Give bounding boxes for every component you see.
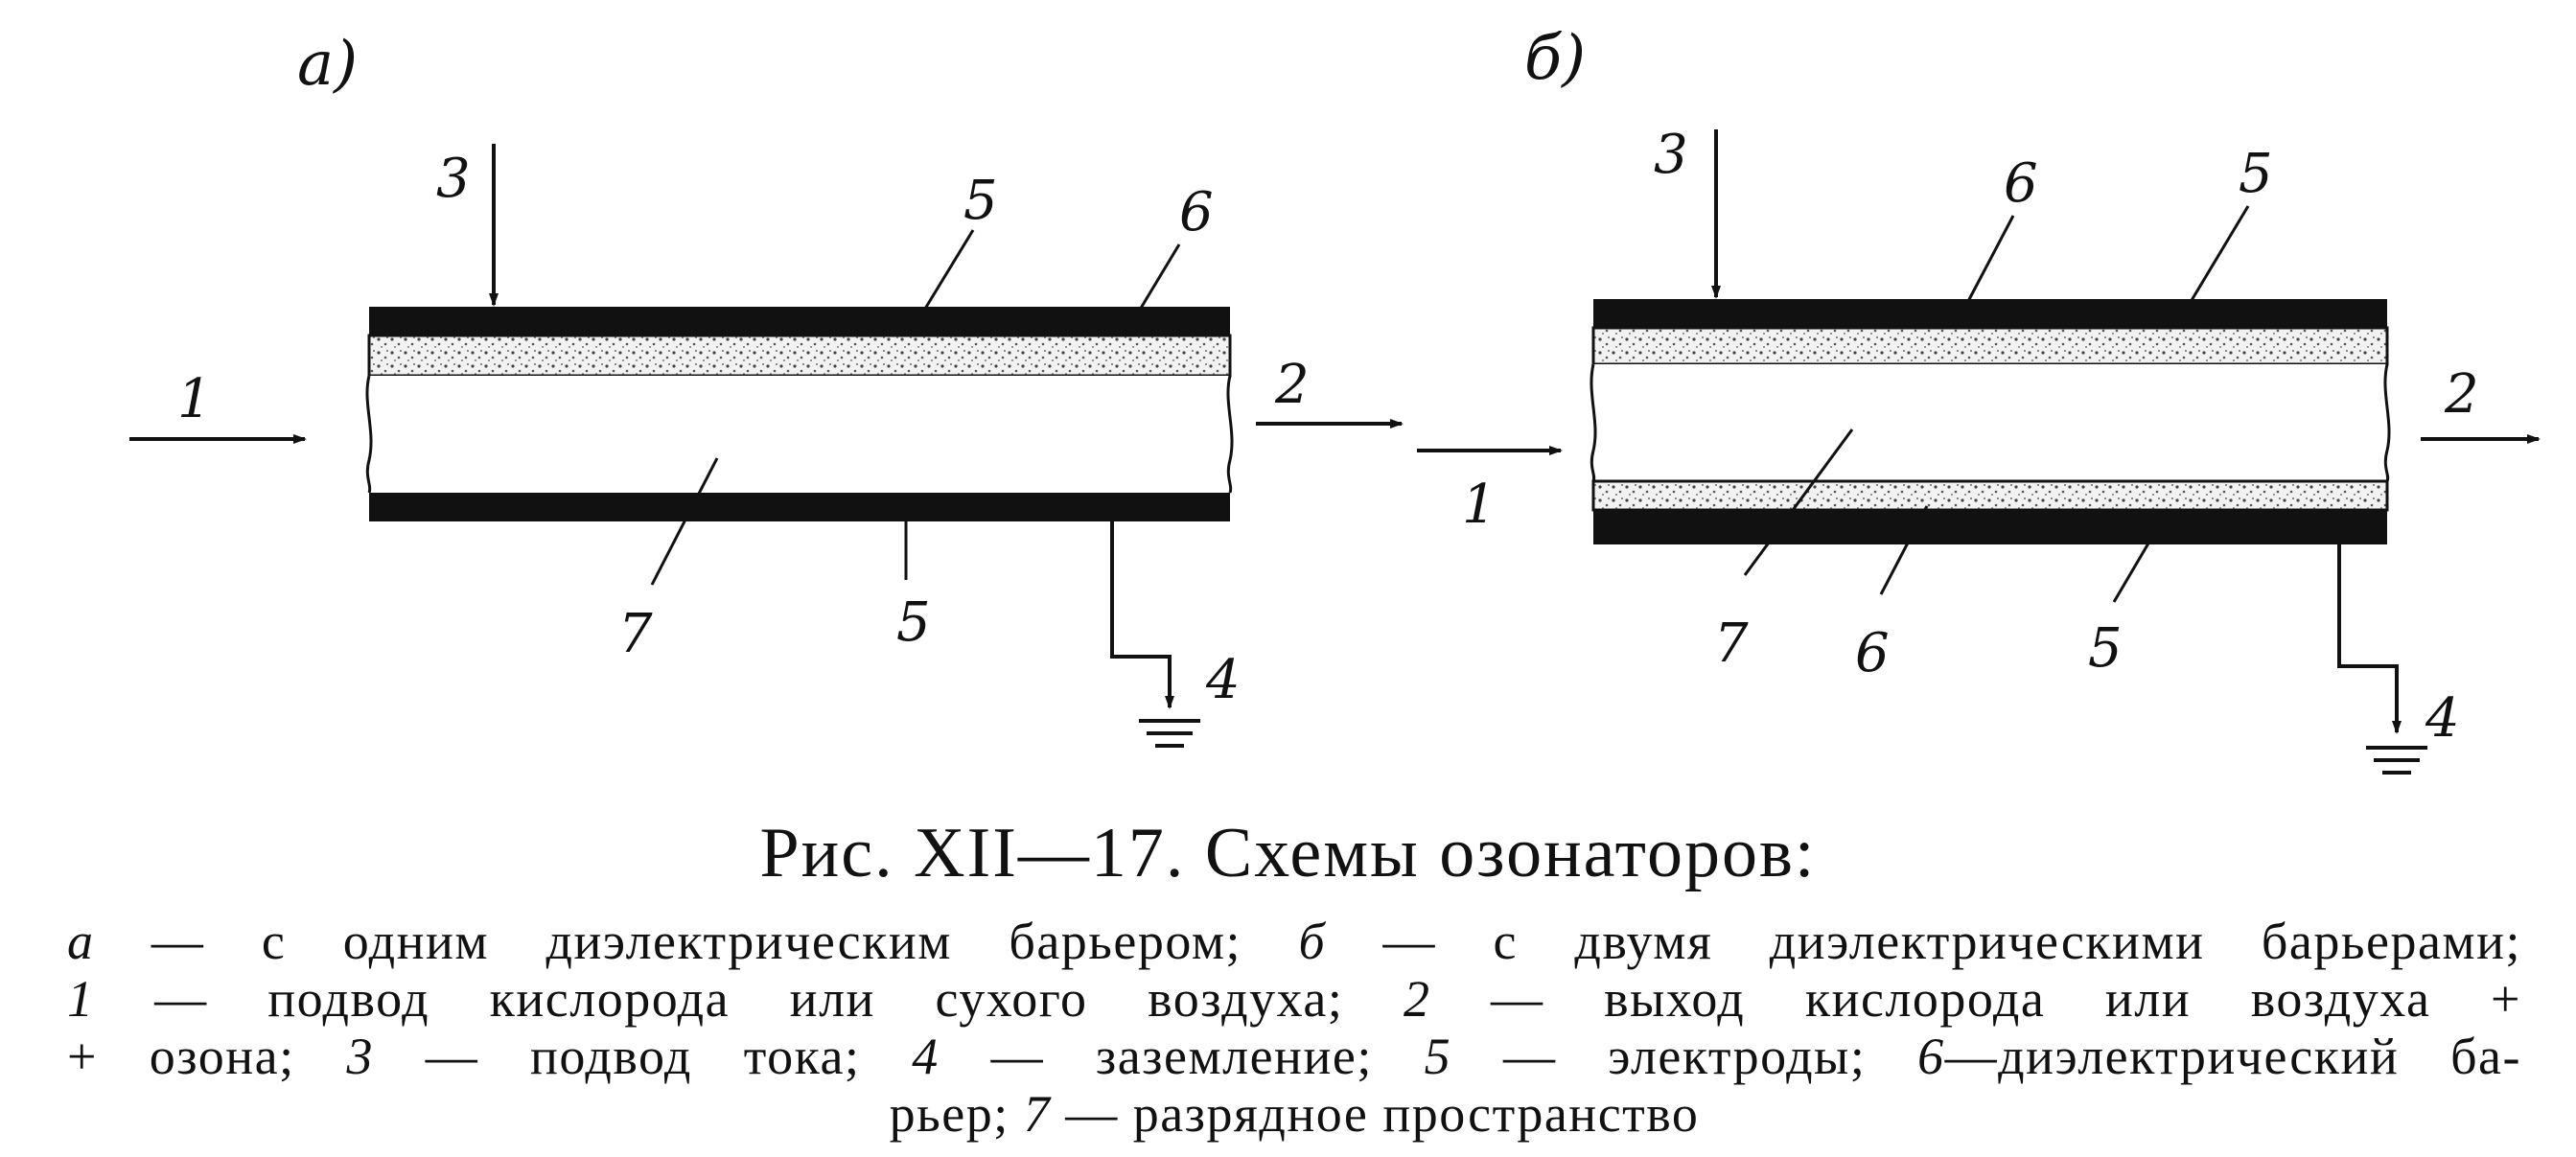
legend-text-b: — с двумя диэлектрическими барьерами; bbox=[1326, 913, 2522, 970]
panel-b-discharge-space bbox=[1593, 364, 2387, 481]
panel-a-leader-7 bbox=[650, 457, 719, 586]
legend-key-b: б bbox=[1298, 913, 1327, 970]
legend-key-5: 5 bbox=[1424, 1028, 1452, 1085]
panel-a-callout-4: 4 bbox=[1205, 649, 1241, 711]
panel-a-ground-wire bbox=[1110, 521, 1174, 709]
panel-b-callout-4: 4 bbox=[2425, 687, 2460, 750]
panel-a: а) 1 2 3 5 6 7 5 bbox=[129, 29, 1404, 748]
panel-b-leader-5-top bbox=[2189, 205, 2250, 303]
legend-line-3: + озона; 3 — подвод тока; 4 — заземление… bbox=[67, 1028, 2521, 1085]
panel-b: б) 1 2 3 6 5 7 6 5 4 bbox=[1417, 23, 2541, 775]
panel-b-callout-5-top: 5 bbox=[2239, 143, 2273, 205]
panel-a-top-electrode bbox=[369, 307, 1230, 336]
panel-b-callout-6-bottom: 6 bbox=[1855, 622, 1890, 684]
legend-text-4: — заземление; bbox=[939, 1028, 1425, 1085]
panel-b-ozonator-tube bbox=[1590, 299, 2391, 544]
panel-b-callout-1: 1 bbox=[1462, 474, 1497, 536]
legend-text-a: — с одним диэлектрическим барьером; bbox=[94, 913, 1299, 970]
legend-text-3: — подвод тока; bbox=[373, 1028, 913, 1085]
panel-a-leader-5-top bbox=[923, 229, 975, 310]
panel-a-ground: 4 bbox=[1110, 521, 1241, 748]
panel-b-callout-6-top: 6 bbox=[2004, 152, 2038, 215]
panel-b-leader-5-bottom bbox=[2112, 536, 2154, 603]
panel-b-left-break-line bbox=[1590, 363, 1597, 482]
panel-a-callout-2: 2 bbox=[1274, 354, 1310, 416]
panel-a-callout-7: 7 bbox=[618, 603, 653, 665]
legend-line-1: а — с одним диэлектрическим барьером; б … bbox=[67, 913, 2521, 970]
figure-caption-title: Рис. XII—17. Схемы озонаторов: bbox=[759, 814, 1817, 892]
panel-b-leader-6-bottom bbox=[1879, 505, 1929, 595]
panel-a-callout-5-bottom: 5 bbox=[896, 591, 931, 654]
legend-key-7: 7 bbox=[1023, 1085, 1052, 1143]
legend-key-4: 4 bbox=[912, 1028, 940, 1085]
legend-text-6: —диэлектрический ба- bbox=[1944, 1028, 2522, 1085]
panel-b-callout-3: 3 bbox=[1654, 124, 1688, 186]
panel-a-discharge-space bbox=[369, 376, 1230, 493]
legend-line-4: рьер; 7 — разрядное пространство bbox=[67, 1085, 2521, 1143]
panel-a-callout-5-top: 5 bbox=[963, 170, 998, 232]
panel-b-bottom-dielectric-barrier bbox=[1591, 479, 2389, 512]
panel-a-right-break-line bbox=[1226, 375, 1234, 494]
legend-text-5: — электроды; bbox=[1451, 1028, 1918, 1085]
panel-b-bottom-electrode bbox=[1593, 510, 2387, 544]
legend-text-7: — разрядное пространство bbox=[1051, 1085, 1700, 1143]
panel-b-leader-6-top bbox=[1963, 215, 2015, 308]
panel-a-left-break-line bbox=[365, 375, 373, 494]
legend-text-2-cont: + озона; bbox=[67, 1028, 347, 1085]
panel-b-leader-7 bbox=[1743, 428, 1854, 576]
panel-a-ozonator-tube bbox=[365, 307, 1234, 521]
panel-b-ground-wire bbox=[2337, 544, 2402, 734]
panel-a-label: а) bbox=[297, 29, 358, 100]
panel-a-callout-1: 1 bbox=[177, 368, 212, 430]
ozonator-schemes-figure: а) 1 2 3 5 6 7 5 bbox=[129, 23, 2541, 775]
panel-b-label: б) bbox=[1524, 23, 1586, 94]
panel-b-ground: 4 bbox=[2337, 544, 2460, 775]
figure-legend: а — с одним диэлектрическим барьером; б … bbox=[67, 913, 2521, 1143]
panel-b-callout-7: 7 bbox=[1714, 613, 1749, 675]
panel-a-callout-3: 3 bbox=[436, 148, 471, 210]
legend-line-2: 1 — подвод кислорода или сухого воздуха;… bbox=[67, 970, 2521, 1028]
legend-key-1: 1 bbox=[67, 970, 95, 1028]
legend-key-a: а bbox=[67, 913, 95, 970]
legend-key-3: 3 bbox=[346, 1028, 374, 1085]
legend-text-6-cont: рьер; bbox=[889, 1085, 1024, 1143]
panel-a-bottom-electrode bbox=[369, 493, 1230, 521]
panel-b-callout-5-bottom: 5 bbox=[2088, 617, 2123, 680]
panel-a-dielectric-barrier bbox=[367, 334, 1232, 378]
legend-key-2: 2 bbox=[1403, 970, 1431, 1028]
panel-b-right-break-line bbox=[2383, 363, 2391, 482]
legend-key-6: 6 bbox=[1917, 1028, 1945, 1085]
panel-b-top-dielectric-barrier bbox=[1591, 326, 2389, 366]
panel-b-callout-2: 2 bbox=[2444, 363, 2479, 426]
panel-a-leader-6 bbox=[1129, 243, 1181, 325]
legend-text-2: — выход кислорода или воздуха + bbox=[1430, 970, 2521, 1028]
legend-text-1: — подвод кислорода или сухого воздуха; bbox=[94, 970, 1404, 1028]
panel-b-top-electrode bbox=[1593, 299, 2387, 328]
panel-a-callout-6: 6 bbox=[1179, 181, 1214, 243]
